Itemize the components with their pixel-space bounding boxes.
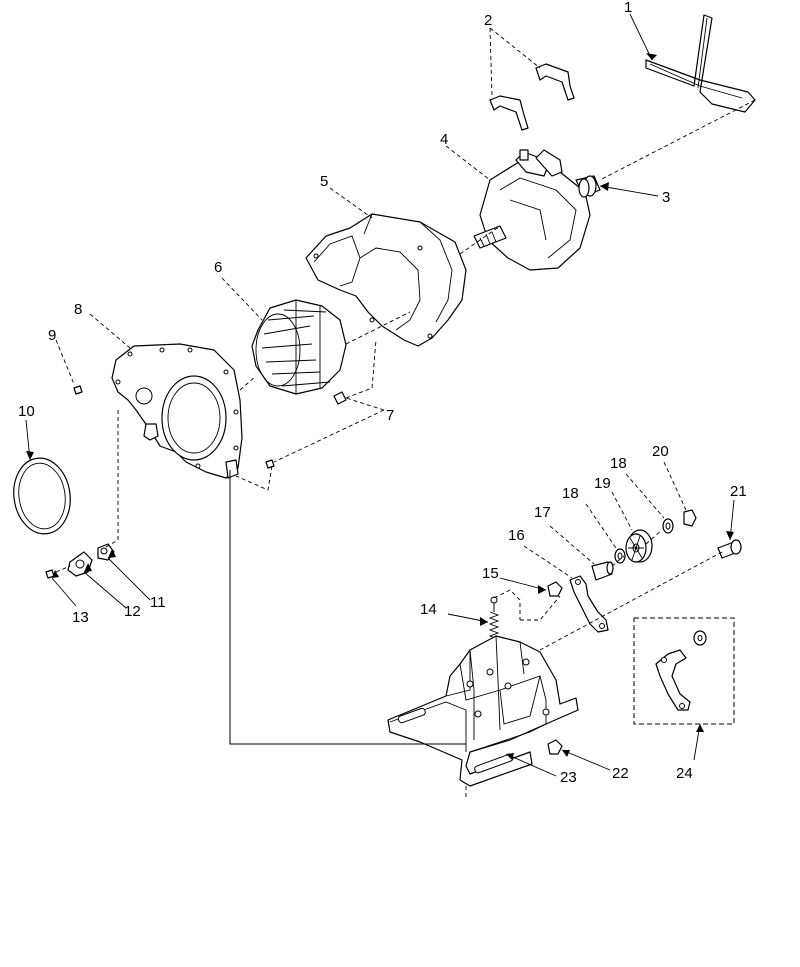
idler-pulley <box>625 529 653 563</box>
callout-1: 1 <box>624 0 632 16</box>
callout-7: 7 <box>386 407 394 424</box>
callout-21: 21 <box>730 483 747 500</box>
motor-base <box>387 635 579 787</box>
callout-6: 6 <box>214 259 222 276</box>
callout-15: 15 <box>482 565 499 582</box>
alignment-lines <box>55 99 756 800</box>
callout-11: 11 <box>150 594 166 611</box>
callout-4: 4 <box>440 131 448 148</box>
callout-18: 18 <box>562 485 579 502</box>
callout-3: 3 <box>662 189 670 206</box>
washer-18b <box>662 518 674 534</box>
callout-10: 10 <box>18 403 35 420</box>
callout-20: 20 <box>652 443 669 460</box>
callout-19: 19 <box>594 475 611 492</box>
seal-ring <box>13 457 71 535</box>
belt <box>645 14 756 113</box>
callout-5: 5 <box>320 173 328 190</box>
callout-23: 23 <box>560 769 577 786</box>
blower-cover-plate <box>111 343 243 479</box>
callout-14: 14 <box>420 601 437 618</box>
callout-2: 2 <box>484 12 492 29</box>
callout-numbers: 1 2 3 4 5 6 7 8 9 10 11 12 13 14 15 16 1… <box>18 0 747 786</box>
idler-shaft <box>591 561 614 581</box>
bolt-21 <box>717 539 742 559</box>
callout-17: 17 <box>534 504 551 521</box>
callout-24: 24 <box>676 765 693 782</box>
idler-kit <box>633 617 735 725</box>
callout-12: 12 <box>124 603 141 620</box>
assembly-link-line <box>229 470 466 745</box>
motor <box>473 149 601 271</box>
idler-arm <box>569 575 609 633</box>
screw-9 <box>73 385 83 395</box>
callout-18b: 18 <box>610 455 627 472</box>
callout-9: 9 <box>48 327 56 344</box>
screws-7 <box>265 391 347 469</box>
nut-22 <box>547 739 563 755</box>
callout-13: 13 <box>72 609 89 626</box>
nut-15 <box>547 581 563 597</box>
blower-housing <box>305 213 467 347</box>
impeller <box>251 299 347 395</box>
callout-16: 16 <box>508 527 525 544</box>
callout-22: 22 <box>612 765 629 782</box>
mounting-clips <box>489 63 575 131</box>
arrowheads <box>26 53 734 760</box>
clip-20 <box>683 509 697 527</box>
callout-8: 8 <box>74 301 82 318</box>
